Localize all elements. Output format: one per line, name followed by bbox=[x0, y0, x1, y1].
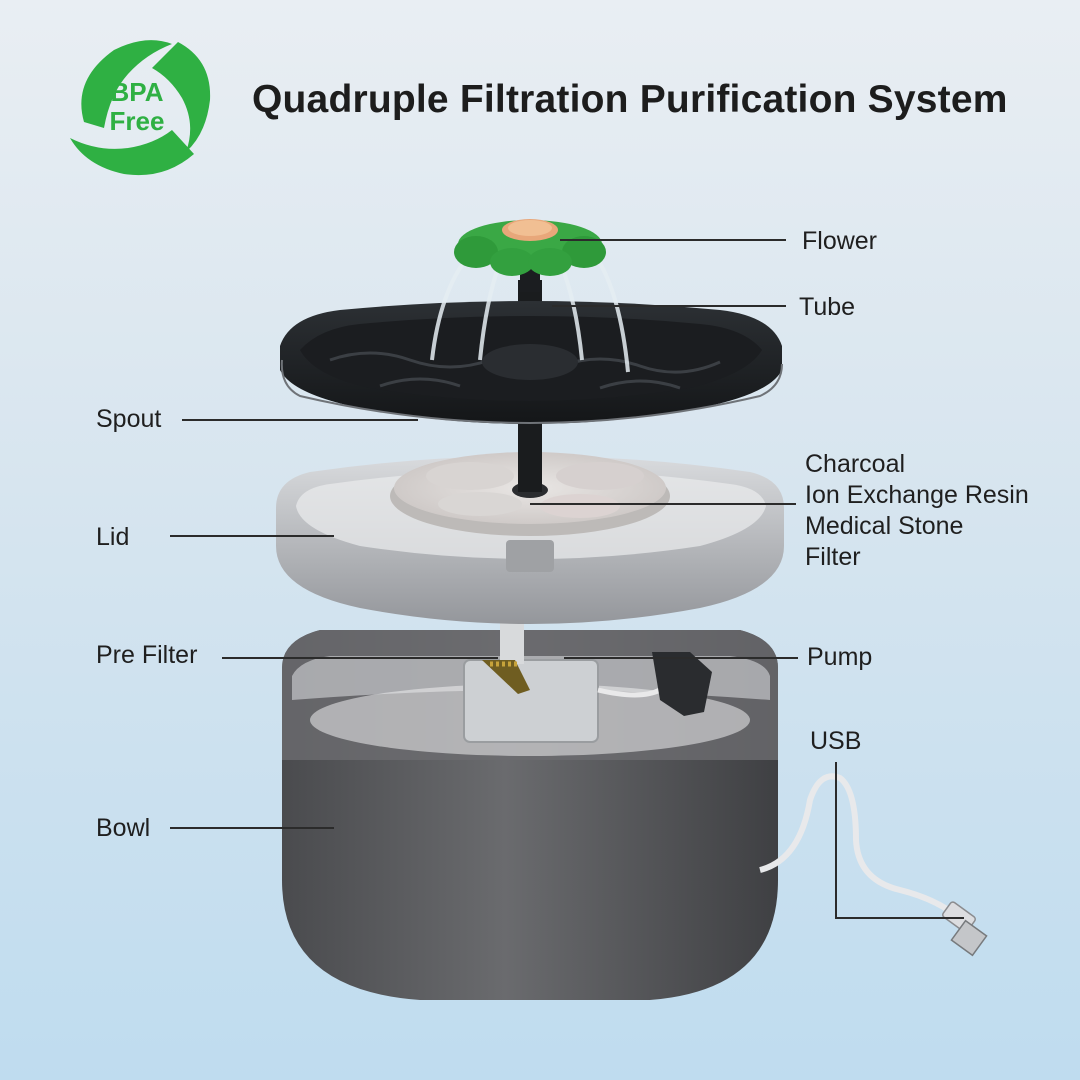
label-pre-filter: Pre Filter bbox=[96, 641, 198, 669]
label-bowl: Bowl bbox=[96, 814, 151, 842]
flower-shape bbox=[454, 219, 606, 292]
usb-cable bbox=[759, 773, 988, 957]
badge-line-1: BPA bbox=[110, 77, 164, 107]
label-filter-stone: Medical Stone bbox=[805, 512, 964, 540]
label-lid: Lid bbox=[96, 523, 130, 551]
tray-shape bbox=[280, 301, 783, 424]
leader-lines bbox=[170, 239, 964, 919]
badge-line-2: Free bbox=[109, 106, 165, 136]
page-title: Quadruple Filtration Purification System bbox=[252, 78, 1008, 121]
label-pump: Pump bbox=[807, 643, 873, 671]
badge-label: BPA Free bbox=[92, 78, 182, 136]
pump-shape bbox=[463, 620, 712, 743]
leaf-icon bbox=[70, 40, 211, 176]
label-spout: Spout bbox=[96, 405, 162, 433]
bpa-free-badge bbox=[70, 40, 211, 176]
label-filter-charcoal: Charcoal bbox=[805, 450, 906, 478]
label-usb: USB bbox=[810, 727, 862, 755]
label-tube: Tube bbox=[799, 293, 856, 321]
label-flower: Flower bbox=[802, 227, 878, 255]
label-filter: Filter bbox=[805, 543, 861, 571]
label-filter-resin: Ion Exchange Resin bbox=[805, 481, 1029, 509]
